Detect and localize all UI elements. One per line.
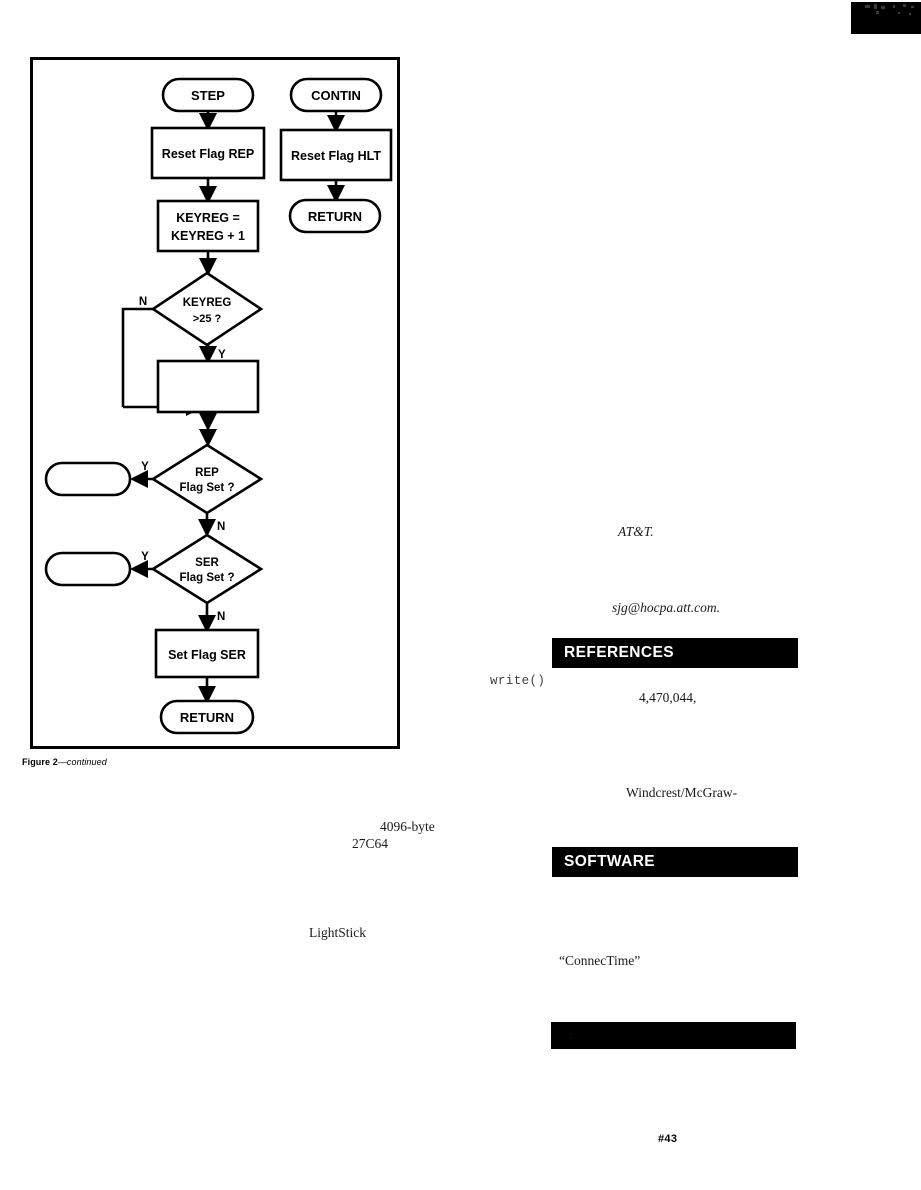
flowchart-step-contin: STEP CONTIN RETURN RETURN Reset Flag REP… [44, 77, 393, 735]
node-set-flag-ser [154, 628, 260, 679]
text-fragment-publisher: Windcrest/McGraw- [626, 785, 738, 800]
edge-label-rep-yes: Y [141, 461, 149, 473]
node-rep-exit-terminator [44, 461, 132, 497]
figure-caption-continued: continued [66, 757, 107, 767]
node-contin [289, 77, 383, 113]
node-ser-flag-line1: SER [195, 557, 219, 569]
section-header-references-label: REFERENCES [564, 644, 674, 661]
node-keyreg-increment-line1: KEYREG = [176, 211, 240, 225]
edge-label-rep-no: N [217, 521, 225, 533]
text-fragment-lightstick: LightStick [309, 925, 366, 940]
node-ser-exit-terminator [44, 551, 132, 587]
section-header-references: REFERENCES [552, 638, 798, 668]
edge-label-keyreg-no: N [139, 296, 147, 308]
figure-caption: Figure 2—continued [22, 757, 107, 767]
node-rep-flag-line1: REP [195, 467, 219, 479]
node-keyreg-gt25-line1: KEYREG [183, 297, 232, 309]
text-fragment-email: sjg@hocpa.att.com. [612, 600, 721, 615]
node-reset-flag-hlt [279, 128, 393, 182]
node-step-label: STEP [191, 88, 225, 103]
figure-caption-label: Figure 2 [22, 757, 58, 767]
text-fragment-4096-byte: 4096-byte [380, 819, 435, 834]
node-keyreg-gt25-line2: >25 ? [193, 313, 222, 325]
node-reset-flag-rep-label: Reset Flag REP [162, 147, 254, 161]
scan-artifact-block [851, 2, 921, 34]
node-keyreg-gt25-decision [150, 271, 264, 347]
section-header-software: SOFTWARE [552, 847, 798, 877]
keyreg-no-feedback-path [121, 307, 153, 407]
node-contin-label: CONTIN [311, 88, 361, 103]
text-fragment-27c64: 27C64 [352, 836, 389, 851]
node-keyreg-increment [156, 199, 260, 253]
node-return-hlt-label: RETURN [308, 209, 362, 224]
node-reset-flag-hlt-label: Reset Flag HLT [291, 149, 381, 163]
node-ser-flag-decision [150, 533, 264, 605]
node-return-end-label: RETURN [180, 710, 234, 725]
node-blank-process [156, 359, 260, 414]
node-keyreg-increment-line2: KEYREG + 1 [171, 229, 245, 243]
node-step [161, 77, 255, 113]
section-header-redacted: : [551, 1022, 796, 1049]
flow-connectors [123, 111, 346, 705]
figure-caption-dash: — [57, 757, 67, 767]
node-return-hlt [288, 198, 382, 234]
node-set-flag-ser-label: Set Flag SER [168, 648, 246, 662]
figure-2-frame: STEP CONTIN RETURN RETURN Reset Flag REP… [30, 57, 400, 749]
node-return-end [159, 699, 255, 735]
node-rep-flag-line2: Flag Set ? [180, 482, 235, 494]
node-rep-flag-decision [150, 443, 264, 515]
section-header-redacted-label: : [569, 1029, 575, 1042]
section-header-software-label: SOFTWARE [564, 853, 656, 870]
text-fragment-connectime: “ConnecTime” [559, 953, 641, 968]
text-fragment-att: AT&T. [618, 524, 654, 539]
node-reset-flag-rep [150, 126, 266, 180]
edge-label-ser-yes: Y [141, 551, 149, 563]
text-fragment-patent-number: 4,470,044, [639, 690, 697, 705]
edge-label-keyreg-yes: Y [218, 349, 226, 361]
node-ser-flag-line2: Flag Set ? [180, 572, 235, 584]
text-fragment-write-call: write() [490, 674, 546, 688]
edge-label-ser-no: N [217, 611, 225, 623]
page-number: #43 [658, 1133, 678, 1145]
